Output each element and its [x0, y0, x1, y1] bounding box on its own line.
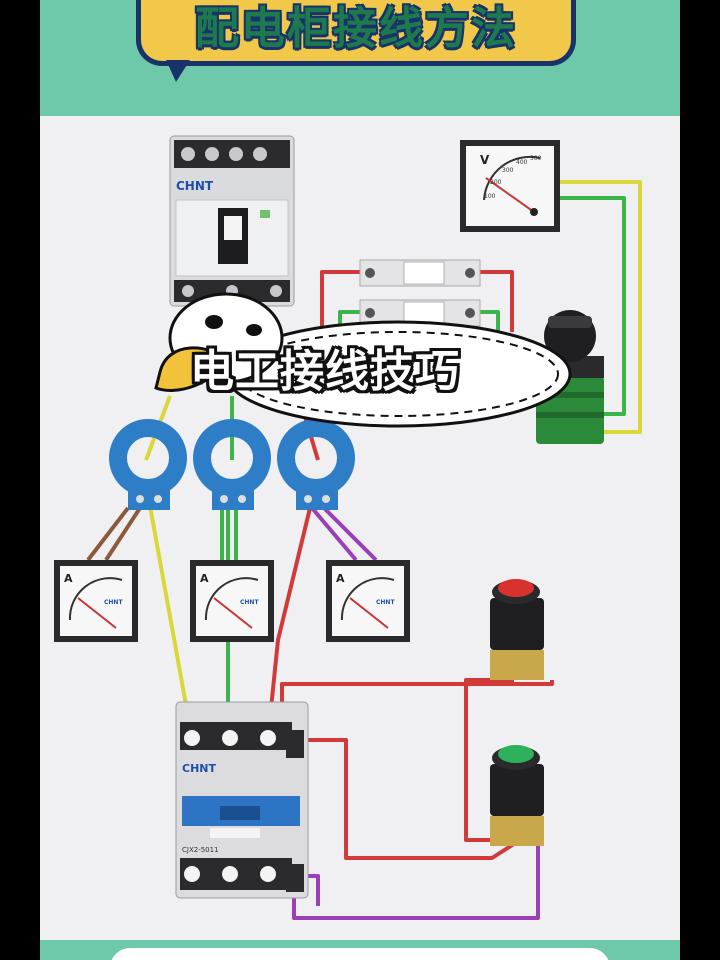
wire-red-fuse-top: [320, 270, 370, 330]
wire-purple-ct3-b: [322, 506, 378, 562]
page-title: 配电柜接线方法: [195, 3, 517, 54]
contactor: CHNT CJX2-5011: [175, 701, 309, 899]
voltmeter-tick-300: 300: [502, 167, 514, 174]
ammeter-1: A CHNT: [54, 560, 138, 642]
ammeter-3: A CHNT: [326, 560, 410, 642]
ct-1: [109, 419, 187, 510]
duck-mascot: [154, 292, 284, 392]
fuse-blocks: [359, 259, 481, 327]
wire-yellow-main: [148, 505, 194, 739]
ammeter-1-brand: CHNT: [104, 599, 123, 606]
contactor-brand: CHNT: [182, 762, 216, 775]
stop-push-button: [490, 579, 544, 680]
contactor-model: CJX2-5011: [182, 846, 219, 854]
wire-red-control-coil: [300, 738, 522, 860]
wire-red-control-top: [280, 680, 554, 728]
breaker-brand: CHNT: [176, 179, 214, 193]
current-transformers: [109, 419, 355, 510]
voltmeter-tick-400: 400: [516, 159, 528, 166]
voltmeter: V 100 200 300 400 500: [460, 140, 560, 232]
voltmeter-unit: V: [480, 153, 490, 167]
wire-brown-ct1-a: [86, 506, 130, 562]
ammeter-3-unit: A: [336, 572, 345, 585]
circuit-breaker: CHNT: [169, 135, 295, 307]
voltmeter-tick-500: 500: [530, 155, 542, 162]
wire-red-fuse-right: [476, 270, 514, 332]
ct-3: [277, 419, 355, 510]
ammeters: A CHNT A CHNT A CHNT: [54, 560, 410, 642]
wire-brown-ct1-b: [104, 506, 142, 562]
wire-yellow-voltmeter: [560, 180, 642, 434]
wire-green-voltmeter: [560, 196, 626, 416]
ammeter-2-unit: A: [200, 572, 209, 585]
wire-purple-control-b: [304, 874, 320, 906]
voltmeter-tick-200: 200: [490, 179, 502, 186]
ammeter-2: A CHNT: [190, 560, 274, 642]
title-banner-tail: [166, 60, 190, 82]
wire-purple-control: [292, 840, 540, 920]
title-banner: 配电柜接线方法: [136, 0, 576, 66]
wire-green-fuse-right: [474, 310, 500, 332]
caption-text: 电工接线技巧: [190, 346, 460, 397]
voltmeter-tick-100: 100: [484, 193, 496, 200]
start-push-button: [490, 745, 544, 846]
ammeter-3-brand: CHNT: [376, 599, 395, 606]
header-band: 配电柜接线方法: [40, 0, 680, 116]
wire-purple-ct3-a: [310, 506, 358, 562]
footer-pill: [110, 948, 610, 960]
ct-2: [193, 419, 271, 510]
ammeter-2-brand: CHNT: [240, 599, 259, 606]
ammeter-1-unit: A: [64, 572, 73, 585]
